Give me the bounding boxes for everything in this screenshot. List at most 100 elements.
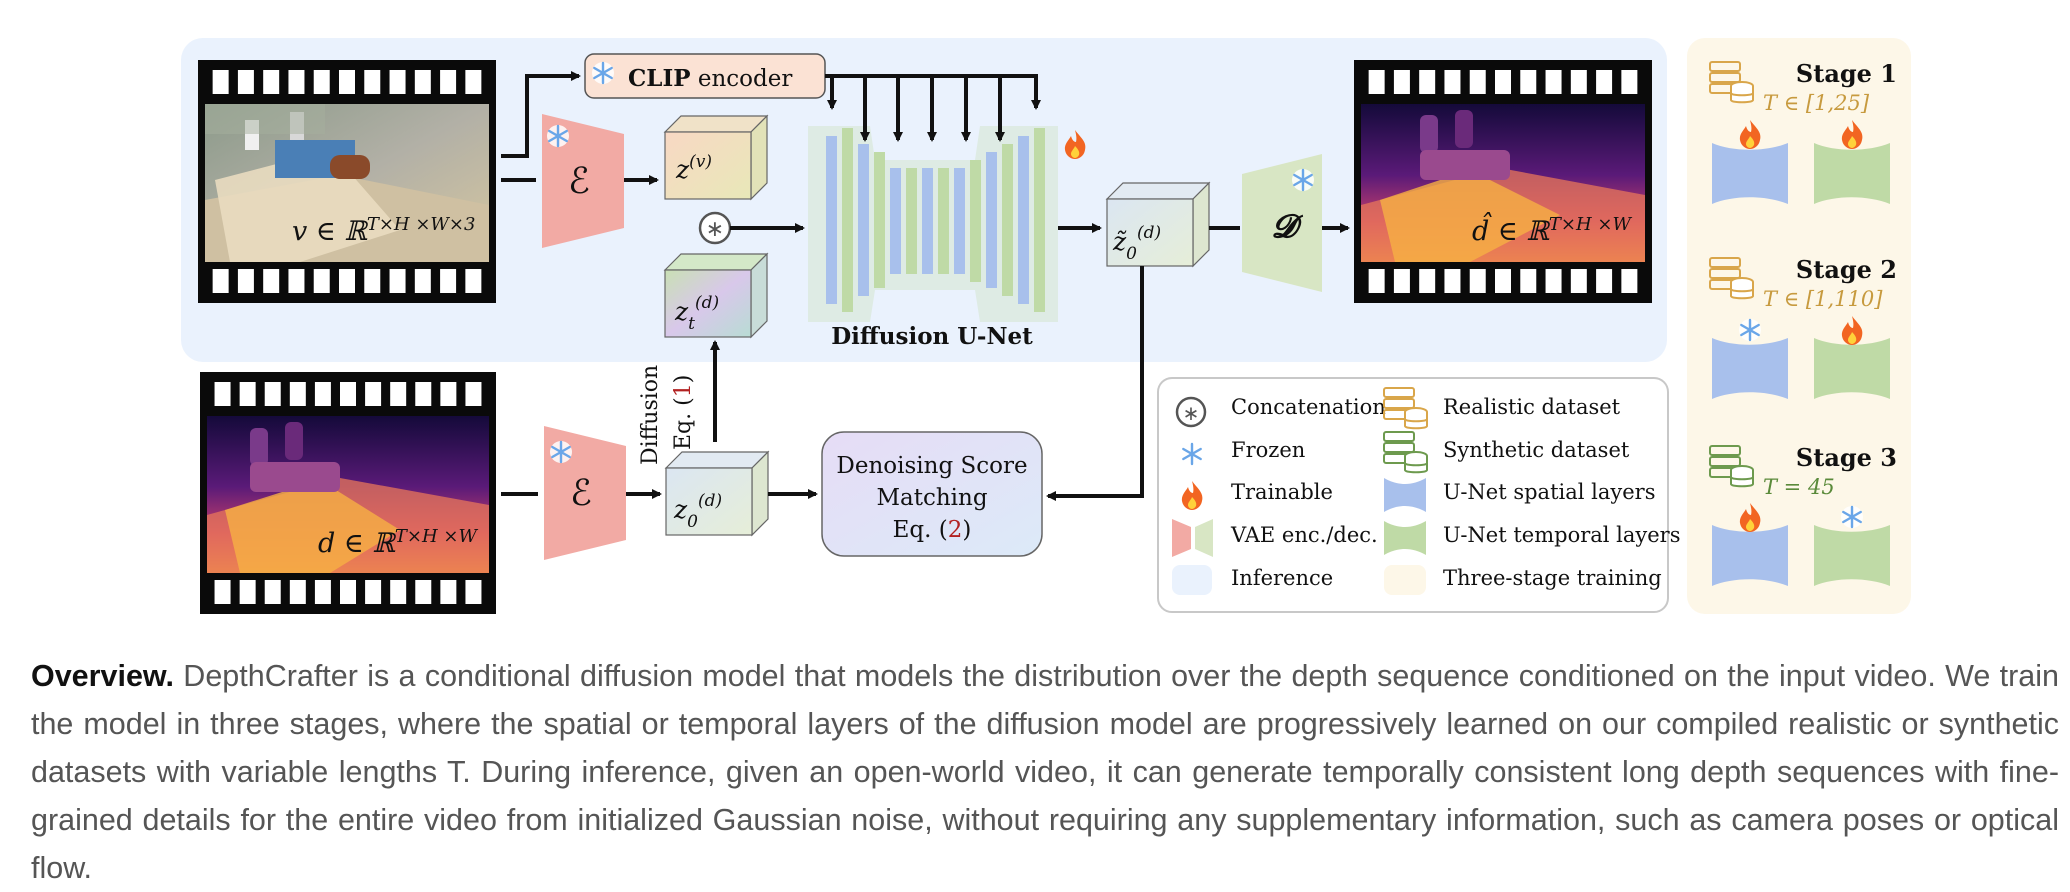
sprocket-hole bbox=[1621, 70, 1638, 94]
stage-3: Stage 3 T = 45 bbox=[1709, 443, 1897, 586]
sprocket-hole bbox=[440, 382, 457, 406]
svg-text:zt(d): zt(d) bbox=[674, 293, 719, 334]
caption-text: DepthCrafter is a conditional diffusion … bbox=[31, 659, 2059, 885]
sprocket-hole bbox=[440, 70, 457, 94]
snowflake-icon bbox=[590, 60, 616, 86]
vae-decoder: 𝓓 bbox=[1242, 154, 1322, 292]
unet-spatial-layer bbox=[986, 152, 997, 288]
unet-temporal-layer bbox=[1002, 144, 1013, 296]
unet-spatial-layer bbox=[1018, 136, 1029, 304]
sprocket-hole bbox=[264, 580, 281, 604]
temporal-layers-block bbox=[1814, 525, 1890, 586]
sprocket-hole bbox=[288, 70, 305, 94]
svg-text:Stage 1: Stage 1 bbox=[1796, 59, 1897, 88]
denoising-score-matching-box: Denoising Score Matching Eq. (2) bbox=[821, 431, 1043, 557]
svg-text:U-Net spatial layers: U-Net spatial layers bbox=[1443, 480, 1656, 504]
sprocket-hole bbox=[1469, 70, 1486, 94]
svg-text:Concatenation: Concatenation bbox=[1231, 395, 1386, 419]
sprocket-hole bbox=[364, 70, 381, 94]
sprocket-hole bbox=[1368, 70, 1385, 94]
svg-text:Frozen: Frozen bbox=[1231, 438, 1305, 462]
three-stage-legend-swatch bbox=[1384, 565, 1426, 595]
sprocket-hole bbox=[1444, 70, 1461, 94]
sprocket-hole bbox=[239, 382, 256, 406]
sprocket-hole bbox=[415, 580, 432, 604]
svg-text:CLIP encoder: CLIP encoder bbox=[628, 65, 792, 92]
spatial-layers-block bbox=[1712, 525, 1788, 586]
sprocket-hole bbox=[1520, 70, 1537, 94]
sprocket-hole bbox=[440, 580, 457, 604]
sprocket-hole bbox=[314, 580, 331, 604]
temporal-layers-legend-icon bbox=[1384, 521, 1426, 555]
unet-temporal-layer bbox=[1034, 128, 1045, 312]
predicted-latent-cube: z̃0(d) bbox=[1105, 181, 1211, 268]
gt-depth-label: d ∈ ℝT×H ×W bbox=[318, 526, 478, 559]
overview-figure: v ∈ ℝT×H ×W×3 d̂ ∈ ℝT×H ×W d ∈ ℝT×H ×W C… bbox=[181, 38, 1911, 614]
svg-text:Eq. (2): Eq. (2) bbox=[893, 517, 972, 543]
svg-text:T = 45: T = 45 bbox=[1763, 475, 1835, 499]
sprocket-hole bbox=[365, 382, 382, 406]
sprocket-hole bbox=[1570, 269, 1587, 293]
sprocket-hole bbox=[414, 70, 431, 94]
svg-text:∗: ∗ bbox=[1183, 401, 1200, 425]
sprocket-hole bbox=[339, 70, 355, 94]
svg-text:Matching: Matching bbox=[876, 485, 987, 511]
sprocket-hole bbox=[289, 580, 306, 604]
sprocket-hole bbox=[1393, 269, 1410, 293]
spatial-layers-legend-icon bbox=[1384, 478, 1426, 512]
sprocket-hole bbox=[1520, 269, 1537, 293]
sprocket-hole bbox=[465, 382, 482, 406]
sprocket-hole bbox=[212, 269, 229, 293]
sprocket-hole bbox=[1495, 70, 1511, 94]
svg-text:Eq. (1): Eq. (1) bbox=[671, 375, 696, 450]
svg-text:ℰ: ℰ bbox=[570, 473, 592, 514]
sprocket-hole bbox=[1419, 269, 1436, 293]
caption-lead: Overview. bbox=[31, 659, 174, 693]
sprocket-hole bbox=[390, 580, 407, 604]
diffusion-unet: Diffusion U-Net bbox=[808, 126, 1086, 350]
sprocket-hole bbox=[237, 70, 254, 94]
unet-spatial-layer bbox=[858, 144, 869, 296]
sprocket-hole bbox=[1444, 269, 1461, 293]
flow-arrows bbox=[501, 71, 1350, 501]
sprocket-hole bbox=[1419, 70, 1436, 94]
sprocket-hole bbox=[340, 382, 356, 406]
sprocket-hole bbox=[239, 580, 256, 604]
sprocket-hole bbox=[389, 269, 406, 293]
sprocket-hole bbox=[288, 269, 305, 293]
svg-text:z0(d): z0(d) bbox=[673, 491, 722, 532]
output-depth-filmstrip bbox=[1354, 60, 1652, 303]
input-video-label: v ∈ ℝT×H ×W×3 bbox=[292, 214, 475, 247]
film-sprockets bbox=[212, 70, 1638, 604]
sprocket-hole bbox=[264, 382, 281, 406]
snowflake-icon bbox=[548, 439, 574, 465]
spatial-layers-block bbox=[1712, 143, 1788, 204]
unet-temporal-layer bbox=[842, 128, 853, 312]
sprocket-hole bbox=[365, 580, 382, 604]
unet-temporal-layer bbox=[970, 160, 981, 282]
stage-2: Stage 2 T ∈ [1,110] bbox=[1709, 255, 1897, 399]
svg-text:Diffusion: Diffusion bbox=[638, 365, 663, 465]
svg-text:z̃0(d): z̃0(d) bbox=[1112, 223, 1161, 264]
sprocket-hole bbox=[415, 382, 432, 406]
sprocket-hole bbox=[390, 382, 407, 406]
vae-encoder-bottom: ℰ bbox=[544, 426, 626, 560]
unet-temporal-layer bbox=[874, 152, 885, 288]
clip-encoder-box: CLIP encoder bbox=[584, 53, 826, 99]
sprocket-hole bbox=[214, 382, 231, 406]
svg-text:Stage 3: Stage 3 bbox=[1796, 443, 1897, 472]
sprocket-hole bbox=[440, 269, 457, 293]
temporal-layers-block bbox=[1814, 338, 1890, 399]
unet-spatial-layer bbox=[954, 168, 965, 274]
sprocket-hole bbox=[1393, 70, 1410, 94]
legend: ∗ Concatenation Frozen Trainable VAE enc… bbox=[1157, 377, 1681, 613]
sprocket-hole bbox=[263, 70, 280, 94]
sprocket-hole bbox=[1495, 269, 1511, 293]
svg-text:VAE enc./dec.: VAE enc./dec. bbox=[1230, 523, 1378, 547]
sprocket-hole bbox=[1368, 269, 1385, 293]
sprocket-hole bbox=[212, 70, 229, 94]
sprocket-hole bbox=[314, 382, 331, 406]
svg-text:T ∈ [1,25]: T ∈ [1,25] bbox=[1763, 91, 1870, 115]
sprocket-hole bbox=[1621, 269, 1638, 293]
snowflake-icon bbox=[545, 123, 571, 149]
